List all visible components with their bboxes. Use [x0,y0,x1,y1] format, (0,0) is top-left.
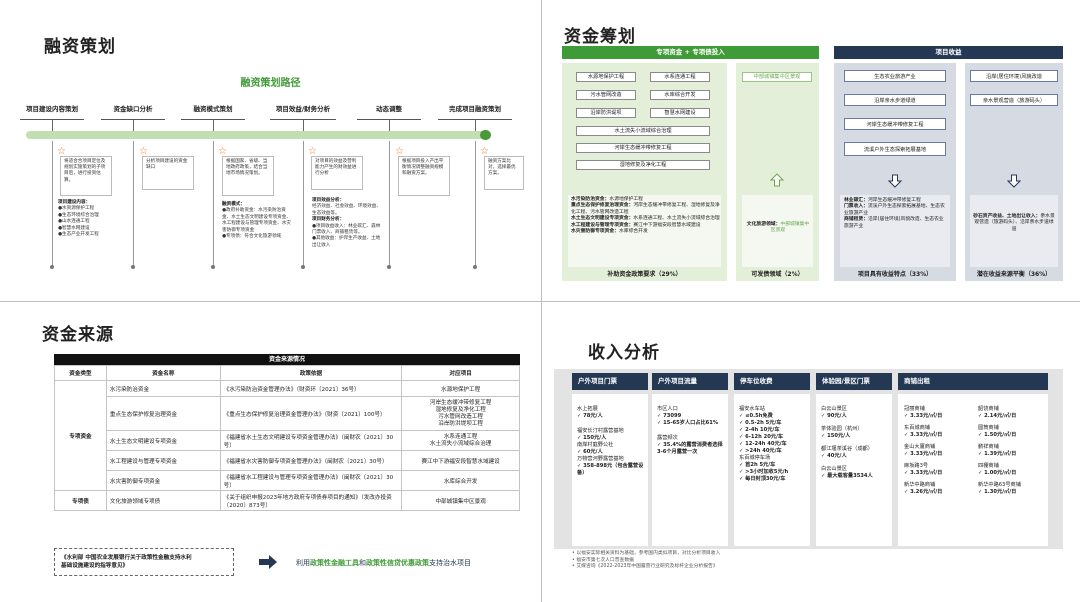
fund-planning-panel: 资金筹划 专项资金 + 专项债投入 项目收益 水源地保护工程 水系连通工程 污水… [542,0,1080,301]
income-analysis-panel: 收入分析 户外项目门票 户外项目流量 停车位收费 体验园/景区门票 商铺出租 水… [542,302,1080,602]
zone4-text: 砂石资产收益、土地出让收入：亲水景观营造（旅游码头）、沿岸亲水步道绿道 [973,214,1055,232]
construction-detail: 项目建设内容： ●水资源保护工程 ●生态环境综合治理 ●山水连通工程 ●智慧水网… [58,200,99,238]
zone1-policy-text: 水污染防治资金：水源地保护工程 重点生态保护修复治理资金：河岸生态缓冲带修复工程… [571,197,720,235]
star-icon: ☆ [139,146,148,157]
col-header-scenic: 体验园/景区门票 [816,373,892,390]
step-4: 项目效益/财务分析 [270,101,336,120]
fund-source-table: 资金类型资金名称政策依据对应项目 专项资金 水污染防治资金《水污染防治资金管理办… [54,365,520,511]
traffic-items: 市区人口✓ 73099 ✓ 15-65岁人口占比61% 露营频次✓ 35.4%的… [657,406,723,455]
zone1-footer: 补助资金政策要求（29%） [607,271,682,278]
step-6: 完成项目融资策划 [438,101,512,120]
arrow-right-icon [259,555,277,569]
zone4-footer: 潜在收益来源平衡（36%） [976,271,1052,278]
horizontal-divider [0,301,1080,302]
income-notes: • 以福安实际相关资料为基础，参考国内类似项目，对比分析项目收入 • 福安市第七… [572,551,721,570]
timeline-end-dot [480,130,491,140]
zone2-footer: 可发债领域（2%） [751,271,804,278]
arrow-down-icon [1007,174,1021,188]
panel-title: 收入分析 [588,343,660,363]
zone3-footer: 项目具有收益特点（33%） [857,271,933,278]
step-1: 项目建设内容策划 [20,101,84,120]
arrow-up-icon [770,173,784,187]
benefit-detail: 项目效益分析： 经济效益、社会效益、环境效益、生态效益等。 项目财务分析： ●项… [312,198,381,248]
step-5: 动态调整 [357,101,421,120]
panel-title: 资金筹划 [564,27,636,47]
star-icon: ☆ [308,146,317,157]
panel-subtitle: 融资策划路径 [240,78,301,89]
fund-source-panel: 资金来源 资金来源情况 资金类型资金名称政策依据对应项目 专项资金 水污染防治资… [0,302,541,602]
step-3-desc: 根据国家、省级、当地政府政策，结合当地市场情况策划。 [222,156,274,196]
col-header-shop: 商铺出租 [898,373,1048,390]
panel-title: 资金来源 [42,325,114,345]
table-caption: 资金来源情况 [54,354,520,365]
policy-note-text: 利用政策性金融工具和政策性信贷优惠政策支持治水项目 [296,559,471,567]
col-header-parking: 停车位收费 [734,373,810,390]
col-header-traffic: 户外项目流量 [652,373,728,390]
table-header-row: 资金类型资金名称政策依据对应项目 [54,365,520,381]
ticket-items: 水上拓展✓ 78元/人 福安长汀村露营基地✓ 150元/人 南岸村庭野公社✓ 6… [577,406,644,476]
arrow-down-icon [888,174,902,188]
shop-items-right: 韶饶商铺✓ 2.14元/㎡/日 圆筒商铺✓ 1.50元/㎡/日 鹏祥商铺✓ 1.… [978,406,1021,495]
star-icon: ☆ [480,146,489,157]
table-row: 水工程建设与管理专项资金《福建省水灾害防御专项资金管理办法》（闽财农〔2021〕… [55,450,520,471]
step-2-desc: 分析项目建设的资金缺口 [142,156,194,190]
policy-note-box: 《水利部 中国农业发展银行关于政策性金融支持水利 基础设施建设的指导意见》 [54,548,234,576]
star-icon: ☆ [218,146,227,157]
panel-title: 融资策划 [44,37,116,57]
shop-items-left: 冠丽商铺✓ 3.33元/㎡/日 东百城商铺✓ 3.33元/㎡/日 金山大厦商铺✓… [904,406,943,495]
parking-items: 福安水车站 ✓ ≤0.5h免费 ✓ 0.5-2h 5元/车 ✓ 2-4h 10元… [739,406,789,482]
col-header-ticket: 户外项目门票 [572,373,648,390]
step-3: 融资模式策划 [181,101,245,120]
table-row: 专项债 文化旅游领域专项债《关于组织申报2023年地方政府专项债券项目的通知》（… [54,490,520,511]
step-2: 资金缺口分析 [101,101,165,120]
zone3-text: 林业碳汇：河岸生态缓冲带修复工程 门票收入：流溪户外生态探索拓展基地、生态农业旅… [844,198,945,229]
financing-plan-panel: 融资策划 融资策划路径 项目建设内容策划 资金缺口分析 融资模式策划 项目效益/… [0,0,541,301]
star-icon: ☆ [57,146,66,157]
timeline-bar [26,131,491,139]
table-row: 重点生态保护修复治理资金《重点生态保护修复治理资金管理办法》（财资〔2021〕1… [55,396,520,431]
step-5-desc: 根据项目投入产出平衡情况调整融资规模和融资方案。 [398,156,450,196]
table-row: 专项资金 水污染防治资金《水污染防治资金管理办法》（财资环〔2021〕36号）水… [54,380,520,491]
bar-special-funds: 专项资金 + 专项债投入 [562,46,819,59]
table-row: 水土生态文明建设专项资金《福建省水土生态文明建设专项资金管理办法》（闽财农〔20… [55,430,520,451]
step-1-desc: 将适合合项目定位及规划实施策划的子项目后，进行投资估算。 [60,156,112,196]
step-6-desc: 融资方案比对，选择最优方案。 [484,156,524,190]
table-row: 水灾害防御专项资金《福建省水工程建设与管理专项资金管理办法》（闽财农〔2021〕… [55,470,520,491]
bar-project-revenue: 项目收益 [834,46,1063,59]
star-icon: ☆ [395,146,404,157]
step-4-desc: 对项目的效益及营利能力产生的财效益进行分析 [311,156,363,190]
scenic-items: 白云山景区✓ 90元/人 茶体验园（杭州）✓ 150元/人 都江堰茶溪谷（成都）… [821,406,873,479]
zone2-text: 文化旅游领域：中部城镇集中区景观 [746,222,810,234]
financing-mode-detail: 融资模式： ●政府补助资金：水污染防治资金、水土生态文明建设专项资金、水工程建设… [222,202,291,240]
